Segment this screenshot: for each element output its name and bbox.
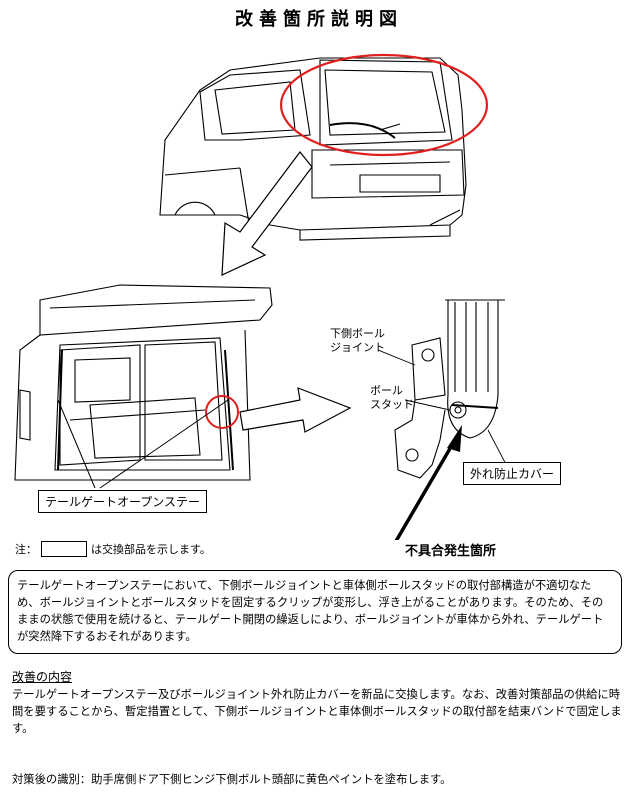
arrow-down-left-icon	[221, 151, 313, 276]
identification-text: 対策後の識別：助手席側ドア下側ヒンジ下側ボルト頭部に黄色ペイントを塗布します。	[12, 773, 452, 786]
arrow-right-icon	[239, 387, 352, 433]
vehicle-rear-illustration	[159, 57, 467, 241]
defect-location-label: 不具合発生箇所	[405, 544, 497, 559]
highlight-circle-stay	[205, 395, 239, 429]
ball-joint-detail-illustration	[394, 299, 505, 479]
label-detach-cover: 外れ防止カバー	[463, 462, 562, 485]
label-tailgate-stay: テールゲートオープンステー	[38, 490, 208, 513]
defect-description-box: テールゲートオープンステーにおいて、下側ボールジョイントと車体側ボールスタッドの…	[8, 570, 622, 654]
illustration-canvas	[14, 53, 511, 540]
note-prefix: 注：	[15, 543, 37, 556]
label-ball-stud: ボール スタッド	[370, 384, 414, 411]
legend-note: 注： は交換部品を示します。	[15, 541, 211, 557]
page-title: 改善箇所説明図	[235, 9, 403, 30]
open-tailgate-illustration	[14, 284, 273, 481]
note-suffix: は交換部品を示します。	[91, 543, 211, 556]
highlight-circle-tailgate	[279, 53, 489, 157]
label-lower-ball-joint: 下側ボール ジョイント	[330, 327, 385, 354]
improvement-heading: 改善の内容	[12, 670, 73, 684]
defect-arrow-icon	[447, 425, 462, 452]
replacement-part-swatch	[41, 541, 87, 557]
improvement-body: テールゲートオープンステー及びボールジョイント外れ防止カバーを新品に交換します。…	[12, 688, 622, 735]
